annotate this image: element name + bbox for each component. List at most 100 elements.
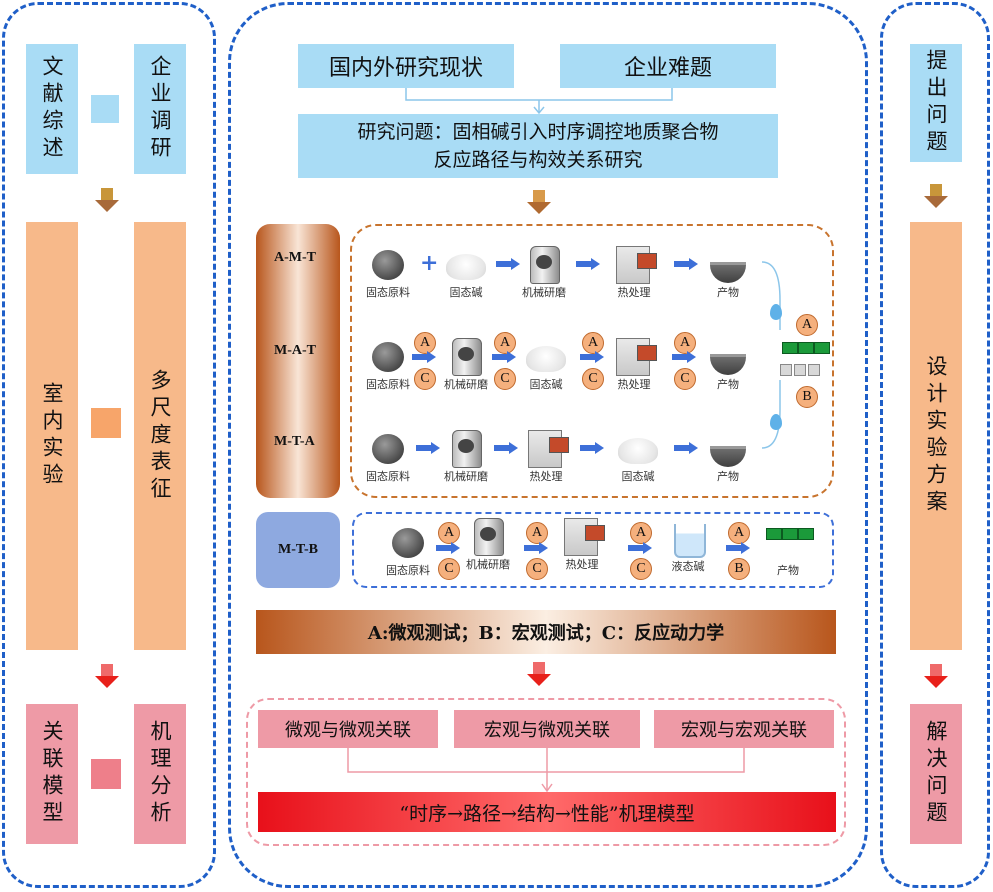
water-drop-icon: [770, 414, 782, 430]
raw-material-label: 固态原料: [366, 470, 410, 483]
circle-a-badge: A: [728, 522, 750, 544]
product-item: 产物: [760, 522, 816, 578]
heat-treatment-label: 热处理: [529, 470, 563, 483]
ball-mill-item: 机械研磨: [516, 244, 572, 300]
solve-problem-box: 解决问题: [910, 704, 962, 844]
ball-mill-label: 机械研磨: [522, 286, 566, 299]
product-item: 产物: [700, 244, 756, 300]
liquid-alkali-item: 液态碱: [660, 518, 716, 574]
circle-b-badge: B: [728, 558, 750, 580]
furnace-item: 热处理: [606, 336, 662, 392]
heat-treatment-label: 热处理: [565, 558, 599, 571]
raw-material-item: 固态原料: [360, 336, 416, 392]
circle-a-badge: A: [414, 332, 436, 354]
macro-micro-link-box: 宏观与微观关联: [454, 710, 640, 748]
indoor-experiment-box: 室内实验: [26, 222, 78, 650]
flow-arrow-icon: [726, 542, 750, 554]
plus-icon: +: [420, 250, 439, 276]
flow-arrow-icon: [628, 542, 652, 554]
liquid-alkali-process-box: [352, 512, 834, 588]
row-label-mta: M-T-A: [274, 434, 315, 449]
circle-a-badge: A: [438, 522, 460, 544]
solid-alkali-label: 固态碱: [529, 378, 563, 391]
research-question-box: 研究问题：固相碱引入时序调控地质聚合物 反应路径与构效关系研究: [298, 114, 778, 178]
ball-mill-item: 机械研磨: [460, 516, 516, 572]
flow-arrow-icon: [524, 542, 548, 554]
raw-material-item: 固态原料: [360, 244, 416, 300]
heat-treatment-label: 热处理: [617, 378, 651, 391]
circle-a-badge: A: [674, 332, 696, 354]
flow-arrow-icon: [496, 258, 520, 270]
circle-c-badge: C: [526, 558, 548, 580]
flow-arrow-icon: [580, 351, 604, 363]
flow-arrow-icon: [412, 351, 436, 363]
raw-material-item: 固态原料: [380, 522, 436, 578]
solid-alkali-item: 固态碱: [610, 428, 666, 484]
water-drop-icon: [770, 304, 782, 320]
down-arrow-icon: [924, 664, 948, 690]
circle-a-badge: A: [796, 314, 818, 336]
flow-arrow-icon: [494, 442, 518, 454]
flow-arrow-icon: [674, 442, 698, 454]
down-arrow-icon: [527, 190, 551, 216]
down-arrow-icon: [95, 188, 119, 214]
flow-arrow-icon: [492, 351, 516, 363]
multiscale-characterization-box: 多尺度表征: [134, 222, 186, 650]
circle-c-badge: C: [494, 368, 516, 390]
flow-arrow-icon: [674, 258, 698, 270]
circle-c-badge: C: [582, 368, 604, 390]
liquid-alkali-label: 液态碱: [671, 560, 705, 573]
circle-b-badge: B: [796, 386, 818, 408]
ball-mill-label: 机械研磨: [444, 378, 488, 391]
raw-material-label: 固态原料: [366, 286, 410, 299]
furnace-item: 热处理: [606, 244, 662, 300]
raw-material-item: 固态原料: [360, 428, 416, 484]
plus-icon: [91, 95, 119, 123]
solid-alkali-item: 固态碱: [518, 336, 574, 392]
left-panel: [2, 2, 216, 888]
research-question-line1: 研究问题：固相碱引入时序调控地质聚合物: [357, 121, 719, 143]
test-legend-bar: A:微观测试；B：宏观测试；C：反应动力学: [256, 610, 836, 654]
flow-arrow-icon: [416, 442, 440, 454]
row-label-mat: M-A-T: [274, 343, 316, 358]
flow-arrow-icon: [580, 442, 604, 454]
right-panel: [880, 2, 990, 888]
plus-icon: [91, 759, 121, 789]
flow-arrow-icon: [672, 351, 696, 363]
raw-material-label: 固态原料: [386, 564, 430, 577]
ball-mill-label: 机械研磨: [466, 558, 510, 571]
research-question-line2: 反应路径与构效关系研究: [433, 149, 643, 171]
design-experiment-box: 设计实验方案: [910, 222, 962, 650]
solid-alkali-label: 固态碱: [621, 470, 655, 483]
mechanism-analysis-box: 机理分析: [134, 704, 186, 844]
product-label: 产物: [717, 470, 739, 483]
mechanism-model-bar: “时序→路径→结构→性能”机理模型: [258, 792, 836, 832]
ball-mill-label: 机械研磨: [444, 470, 488, 483]
solid-alkali-item: 固态碱: [438, 244, 494, 300]
research-status-box: 国内外研究现状: [298, 44, 514, 88]
circle-a-badge: A: [526, 522, 548, 544]
circle-a-badge: A: [630, 522, 652, 544]
furnace-item: 热处理: [518, 428, 574, 484]
literature-review-box: 文献综述: [26, 44, 78, 174]
solid-alkali-label: 固态碱: [449, 286, 483, 299]
circle-c-badge: C: [414, 368, 436, 390]
macro-macro-link-box: 宏观与宏观关联: [654, 710, 834, 748]
center-panel: [228, 2, 868, 888]
down-arrow-icon: [95, 664, 119, 690]
circle-a-badge: A: [582, 332, 604, 354]
correlation-model-box: 关联模型: [26, 704, 78, 844]
enterprise-survey-box: 企业调研: [134, 44, 186, 174]
product-label: 产物: [717, 286, 739, 299]
product-label: 产物: [777, 564, 799, 577]
product-label: 产物: [717, 378, 739, 391]
raise-problem-box: 提出问题: [910, 44, 962, 162]
row-label-mtb: M-T-B: [256, 512, 340, 588]
circle-c-badge: C: [674, 368, 696, 390]
sequence-label-bar: [256, 224, 340, 498]
flow-arrow-icon: [436, 542, 460, 554]
ball-mill-item: 机械研磨: [438, 336, 494, 392]
flow-arrow-icon: [576, 258, 600, 270]
